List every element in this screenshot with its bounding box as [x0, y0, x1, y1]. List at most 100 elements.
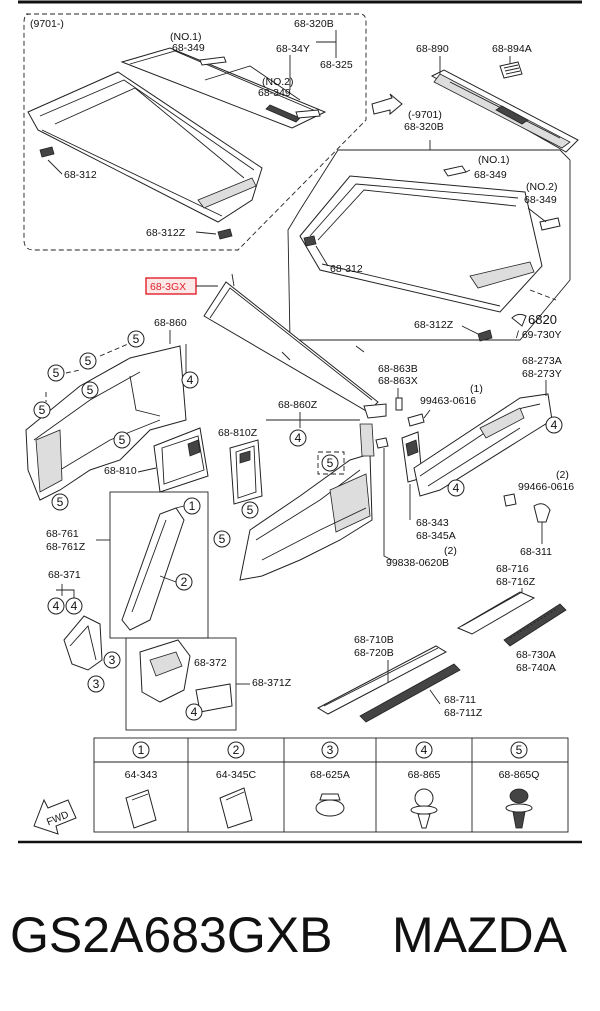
- bracket-68-372: 3 4: [103, 637, 237, 731]
- bracket-68-312-top: [39, 146, 55, 158]
- label-no2-small-b: (2): [444, 545, 457, 557]
- clip-icon-68-625a: [315, 793, 345, 817]
- label-68-720b: 68-720B: [354, 647, 394, 659]
- clip-part-4: 68-865: [408, 769, 441, 781]
- clip-68-863b: [395, 397, 403, 411]
- label-68-312z-top: 68-312Z: [146, 227, 186, 239]
- label-68-345a: 68-345A: [416, 530, 456, 542]
- label-68-3gx: 68-3GX: [150, 281, 186, 293]
- stopper-no2-upper: [295, 109, 321, 119]
- label-68-894a: 68-894A: [492, 43, 532, 55]
- side-trim-68-860: [25, 345, 187, 501]
- label-68-890: 68-890: [416, 43, 449, 55]
- part-number: GS2A683GXB: [10, 907, 333, 963]
- svg-text:5: 5: [85, 354, 92, 368]
- label-68-810z: 68-810Z: [218, 427, 258, 439]
- bracket-68-312z-top: [217, 228, 233, 240]
- clip-num-1: 1: [138, 743, 145, 757]
- callouts-left: 5 5 5 5 5 5 5 4: [33, 330, 199, 511]
- variant-label: (9701-): [30, 18, 64, 30]
- label-68-349-top1: 68-349: [172, 42, 205, 54]
- svg-text:4: 4: [53, 599, 60, 613]
- svg-text:5: 5: [119, 433, 126, 447]
- label-68-320b-mid: 68-320B: [404, 121, 444, 133]
- clip-num-5: 5: [516, 743, 523, 757]
- label-69-730y: / 69-730Y: [516, 329, 562, 341]
- label-68-860: 68-860: [154, 317, 187, 329]
- svg-text:2: 2: [181, 575, 188, 589]
- label-68-761: 68-761: [46, 528, 79, 540]
- label-68-716z: 68-716Z: [496, 576, 536, 588]
- svg-text:3: 3: [93, 677, 100, 691]
- label-68-371: 68-371: [48, 569, 81, 581]
- bolt-99466: [503, 493, 517, 507]
- panel-68-810z: [229, 439, 263, 505]
- parts-diagram: (9701-) (NO.1) 68-349 68-320B 68-34Y 68-…: [18, 0, 582, 844]
- label-68-371z: 68-371Z: [252, 677, 292, 689]
- stopper-no1-mid: [443, 165, 467, 177]
- clip-icon-64-345c: [219, 787, 253, 829]
- bracket-68-371: [63, 615, 103, 671]
- pillar-trim-68-761: 1 2: [109, 491, 209, 639]
- label-no2-top: (NO.2): [262, 76, 294, 88]
- svg-text:5: 5: [53, 366, 60, 380]
- svg-text:3: 3: [109, 653, 116, 667]
- label-68-761z: 68-761Z: [46, 541, 86, 553]
- svg-text:4: 4: [551, 418, 558, 432]
- label-99463-0616: 99463-0616: [420, 395, 476, 407]
- direction-arrow: [371, 93, 403, 116]
- svg-text:4: 4: [187, 373, 194, 387]
- svg-text:5: 5: [39, 403, 46, 417]
- svg-text:1: 1: [189, 499, 196, 513]
- sill-68-716: [456, 591, 536, 635]
- clip-part-5: 68-865Q: [499, 769, 540, 781]
- label-68-349-mid2: 68-349: [524, 194, 557, 206]
- svg-text:5: 5: [133, 332, 140, 346]
- clip-part-3: 68-625A: [310, 769, 350, 781]
- label-68-711: 68-711: [444, 694, 476, 706]
- label-68-860z: 68-860Z: [278, 399, 318, 411]
- part-68-311: [533, 503, 551, 523]
- side-trim-68-860z: [239, 423, 375, 581]
- label-68-273y: 68-273Y: [522, 368, 562, 380]
- stopper-no1-upper: [199, 56, 227, 66]
- clip-icon-68-865: [410, 788, 438, 829]
- label-68-325: 68-325: [320, 59, 353, 71]
- clip-part-2: 64-345C: [216, 769, 257, 781]
- scuff-plate-68-890: [430, 61, 579, 153]
- label-68-273a: 68-273A: [522, 355, 562, 367]
- label-no1-mid: (NO.1): [478, 154, 510, 166]
- bracket-68-312-mid: [303, 235, 317, 247]
- label-no1-small: (1): [470, 383, 483, 395]
- tonneau-cover-mid: [299, 175, 543, 313]
- svg-text:5: 5: [247, 503, 254, 517]
- clip-icon-64-343: [125, 789, 157, 829]
- clip-num-3: 3: [327, 743, 334, 757]
- svg-text:5: 5: [87, 383, 94, 397]
- label-68-740a: 68-740A: [516, 662, 556, 674]
- strip-68-711: [359, 663, 461, 723]
- svg-text:5: 5: [57, 495, 64, 509]
- label-68-711z: 68-711Z: [444, 707, 483, 719]
- svg-text:4: 4: [295, 431, 302, 445]
- part-6820: [511, 313, 527, 327]
- label-68-34y: 68-34Y: [276, 43, 310, 55]
- sill-68-710b: [316, 645, 448, 715]
- label-68-716: 68-716: [496, 563, 529, 575]
- svg-text:4: 4: [191, 705, 198, 719]
- brand-name: MAZDA: [392, 907, 567, 963]
- tonneau-cover-upper: [120, 47, 327, 129]
- label-68-730a: 68-730A: [516, 649, 556, 661]
- bracket-68-312z-mid: [477, 329, 493, 342]
- svg-text:5: 5: [219, 532, 226, 546]
- label-68-349-mid1: 68-349: [474, 169, 507, 181]
- label-no2-mid: (NO.2): [526, 181, 558, 193]
- variant-group-pre-9701: [287, 149, 571, 342]
- label-68-863b: 68-863B: [378, 363, 418, 375]
- label-68-343: 68-343: [416, 517, 449, 529]
- label-no2-small: (2): [556, 469, 569, 481]
- clip-part-1: 64-343: [125, 769, 158, 781]
- label-68-810: 68-810: [104, 465, 137, 477]
- label-68-312z-mid: 68-312Z: [414, 319, 454, 331]
- svg-text:4: 4: [71, 599, 78, 613]
